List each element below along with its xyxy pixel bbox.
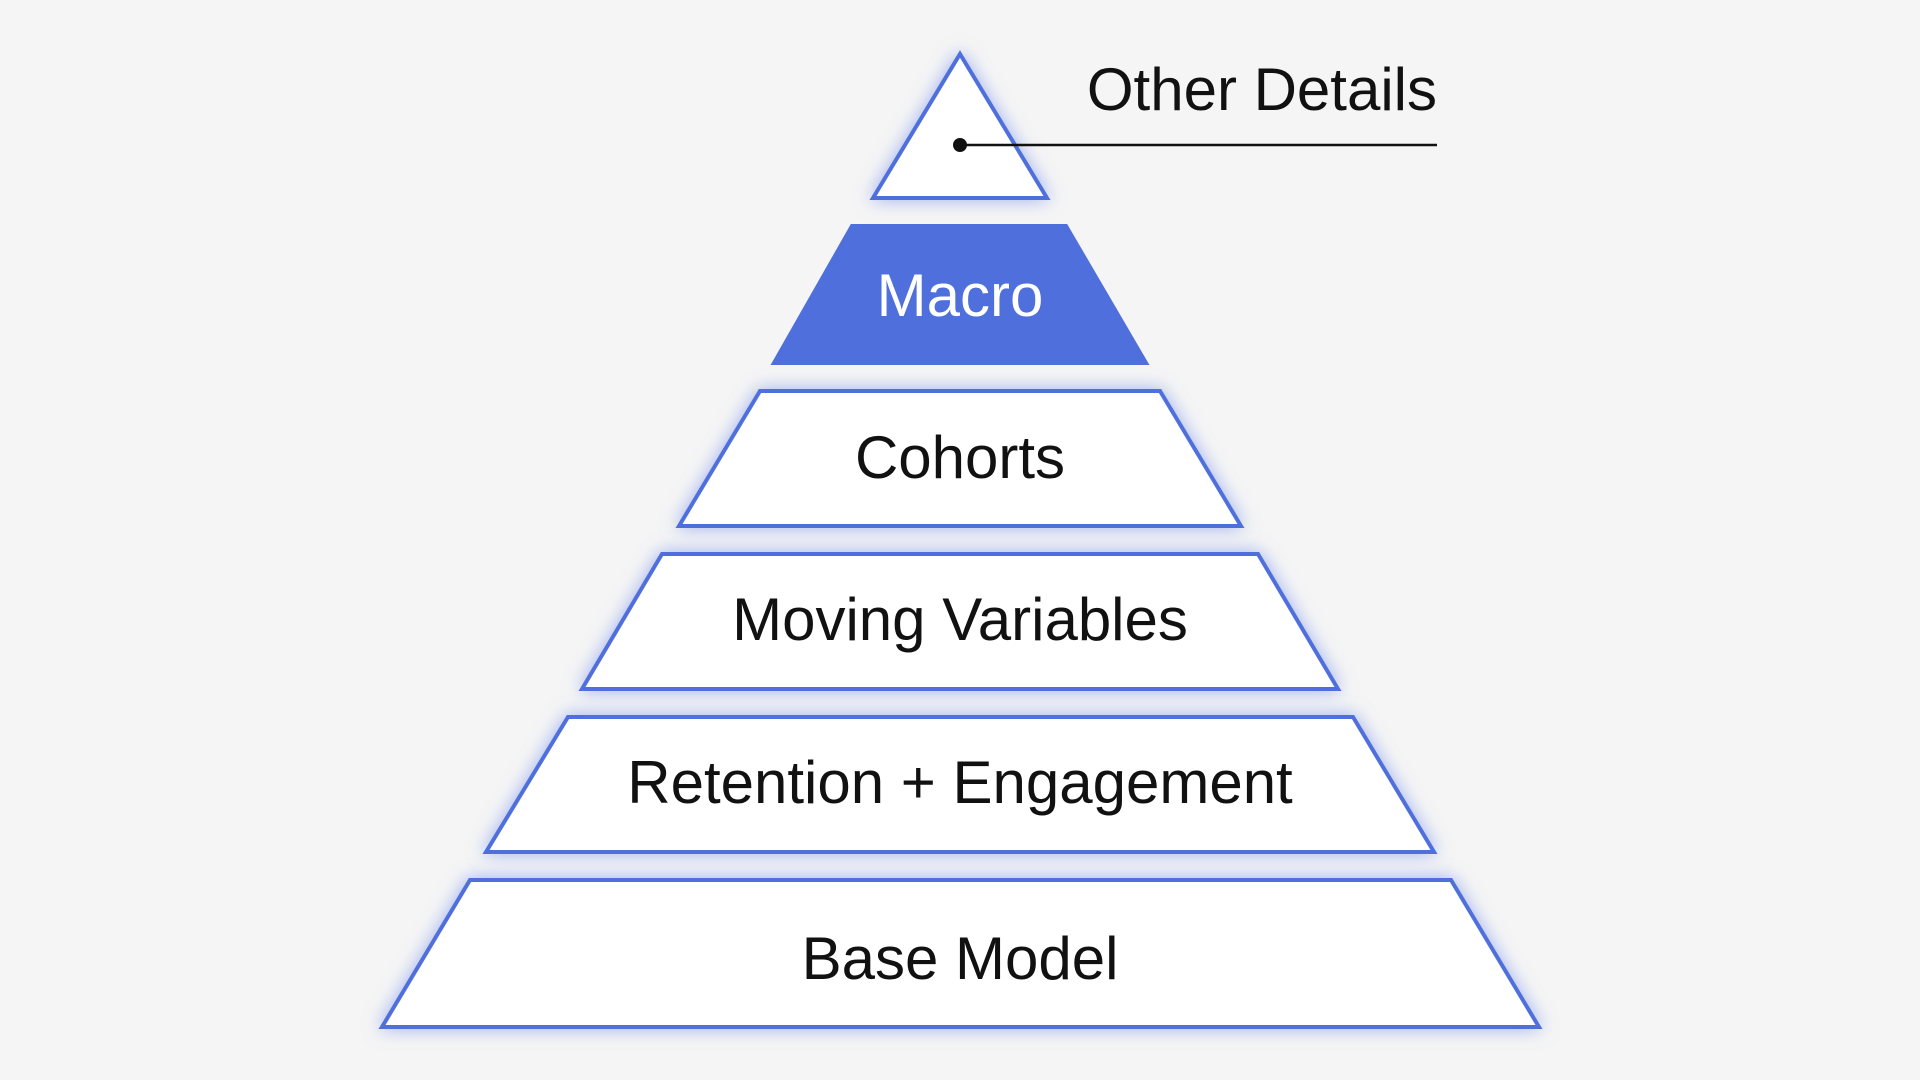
tier-moving-variables: Moving Variables [578, 552, 1342, 691]
tier-label: Cohorts [855, 424, 1065, 491]
tier-shape [378, 878, 1543, 1029]
tier-shape [482, 715, 1438, 854]
tier-label: Moving Variables [732, 586, 1188, 653]
tier-label: Macro [877, 262, 1044, 329]
annotation-label: Other Details [1087, 56, 1437, 123]
apex-annotation: Other Details [953, 56, 1437, 152]
tier-base-model: Base Model [378, 878, 1543, 1029]
tier-cohorts: Cohorts [675, 389, 1245, 528]
tier-retention-engagement: Retention + Engagement [482, 715, 1438, 854]
apex-triangle [869, 50, 1051, 200]
pyramid-apex [869, 50, 1051, 200]
tier-shape [770, 224, 1150, 365]
tier-shape [578, 552, 1342, 691]
tier-shape [675, 389, 1245, 528]
tier-label: Retention + Engagement [627, 749, 1293, 816]
tier-macro: Macro [770, 224, 1150, 365]
tier-label: Base Model [802, 925, 1119, 992]
